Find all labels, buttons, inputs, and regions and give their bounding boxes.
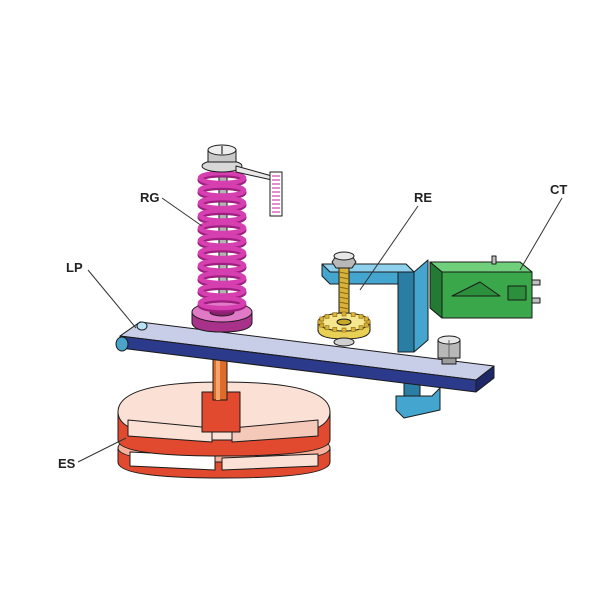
- label-ct: CT: [550, 182, 567, 197]
- lever-plate: [115, 321, 495, 393]
- regulator-spring: [191, 144, 273, 333]
- spring-coil: [197, 233, 247, 248]
- label-lp: LP: [66, 260, 83, 275]
- callout-es: ES: [58, 437, 127, 471]
- callout-lp: LP: [66, 260, 137, 329]
- callout-rg: RG: [140, 190, 203, 227]
- spring-coil: [197, 245, 247, 261]
- label-re: RE: [414, 190, 432, 205]
- spring-coil: [197, 183, 247, 198]
- expansion-sensor: [117, 381, 331, 479]
- leader-line-re: [359, 205, 419, 291]
- spring-coil: [197, 208, 247, 223]
- spring-coil: [197, 220, 247, 236]
- spring-coil: [197, 195, 247, 211]
- adjustment-scale: [269, 171, 283, 217]
- spring-coil: [197, 295, 247, 311]
- spring-coil: [197, 270, 247, 286]
- label-es: ES: [58, 456, 76, 471]
- label-rg: RG: [140, 190, 160, 205]
- adjustment-screw: [317, 251, 371, 347]
- contact-switch: [429, 255, 541, 319]
- leader-line-lp: [87, 269, 137, 329]
- leader-line-es: [77, 437, 127, 463]
- leader-line-rg: [161, 197, 203, 227]
- spring-coil: [197, 283, 247, 298]
- leader-line-ct: [519, 197, 563, 271]
- lever-bolt: [437, 335, 461, 365]
- callout-re: RE: [359, 190, 432, 291]
- spring-coil: [197, 170, 247, 186]
- callout-ct: CT: [519, 182, 567, 271]
- spring-coil: [197, 258, 247, 273]
